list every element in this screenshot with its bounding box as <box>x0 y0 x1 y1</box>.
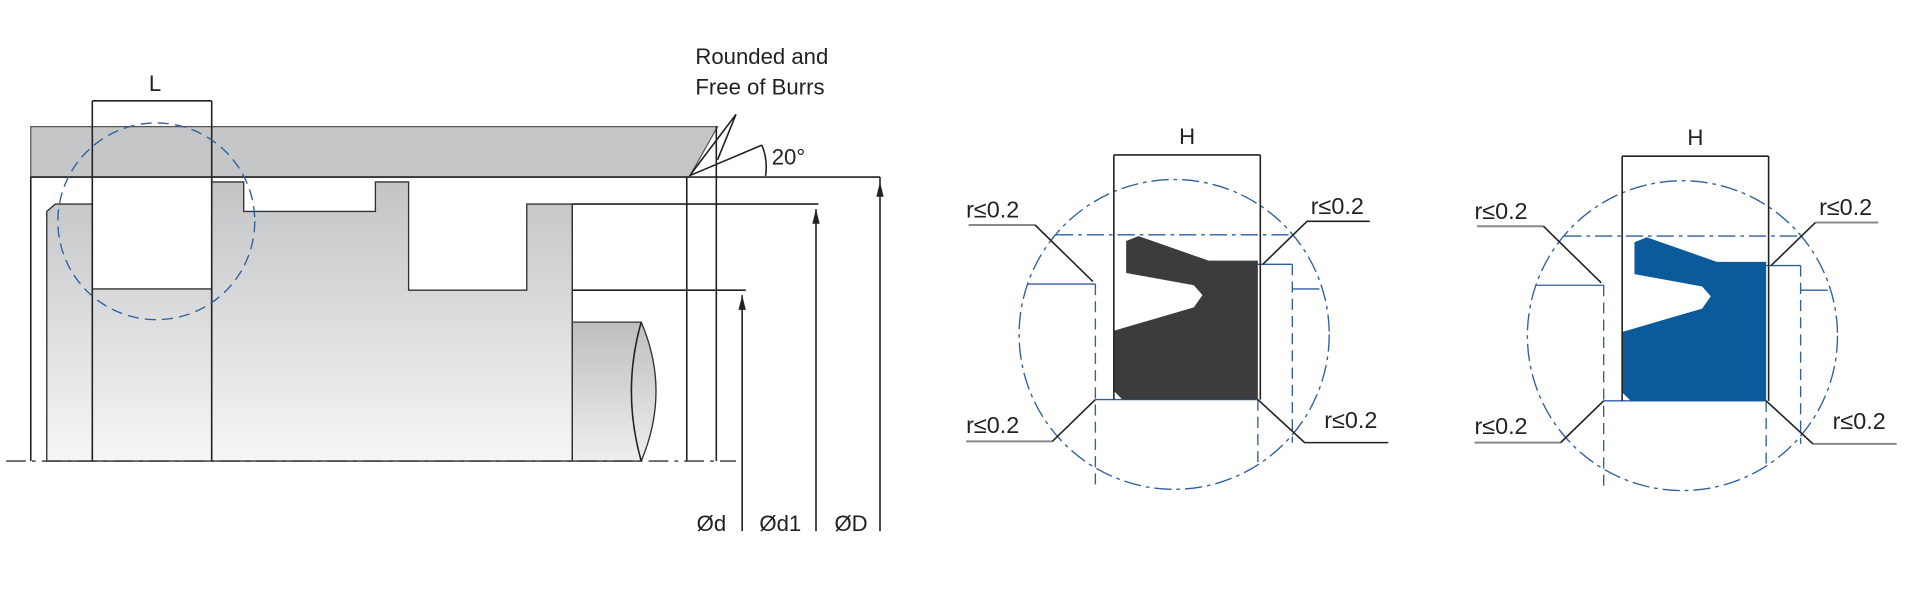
d1-arrow-icon <box>812 209 820 224</box>
leader-bottom-left-diagonal <box>1051 399 1096 442</box>
burr-note-line1: Rounded and <box>695 44 828 69</box>
detail-circle <box>1018 178 1330 491</box>
seal-detail-black: H r≤0.2 r≤0.2 r≤0.2 r≤0.2 <box>966 124 1389 491</box>
leader-top-left-diagonal <box>1542 225 1602 284</box>
leader-bottom-left-diagonal <box>1560 400 1605 444</box>
dim-d1-label: Ød1 <box>759 511 801 536</box>
dim-d-label: Ød <box>697 511 727 536</box>
D-arrow-icon <box>876 181 884 197</box>
height-label: H <box>1179 124 1195 149</box>
angle-leg <box>688 144 763 177</box>
angle-arc <box>761 144 768 176</box>
detail-circle <box>57 122 256 321</box>
leader-bottom-right-diagonal <box>1765 400 1814 445</box>
radius-top-left-label: r≤0.2 <box>1474 198 1527 224</box>
radius-bottom-right-label: r≤0.2 <box>1833 408 1886 434</box>
housing-bore <box>30 126 719 178</box>
u-cup-seal-profile <box>1113 236 1258 400</box>
height-label: H <box>1687 125 1703 150</box>
radius-bottom-left-label: r≤0.2 <box>1474 413 1527 439</box>
burr-note-line2: Free of Burrs <box>695 75 824 100</box>
burr-note-leader <box>689 113 737 176</box>
angle-label: 20° <box>772 145 805 170</box>
groove-width-label: L <box>149 71 161 96</box>
u-cup-seal-profile <box>1622 237 1767 401</box>
piston-rod <box>571 321 657 462</box>
leader-top-right <box>1262 220 1370 265</box>
seal-detail-blue: H r≤0.2 r≤0.2 r≤0.2 r≤0.2 <box>1474 125 1897 492</box>
leader-top-left-diagonal <box>1034 224 1094 283</box>
radius-bottom-right-label: r≤0.2 <box>1324 407 1377 433</box>
radius-top-left-label: r≤0.2 <box>966 197 1019 223</box>
leader-bottom-right <box>1257 399 1389 444</box>
radius-top-right-label: r≤0.2 <box>1311 193 1364 219</box>
piston-body <box>46 181 573 462</box>
leader-top-right-diagonal <box>1770 221 1816 267</box>
rod-end-curve <box>630 321 643 462</box>
detail-circle <box>1526 180 1839 492</box>
radius-bottom-left-label: r≤0.2 <box>966 412 1019 438</box>
dim-D-label: ØD <box>834 511 867 536</box>
d-arrow-icon <box>738 295 746 310</box>
radius-top-right-label: r≤0.2 <box>1819 194 1872 220</box>
groove-installation-drawing: L Rounded and Free of Burrs 20° Ød Ød1 Ø… <box>6 44 884 536</box>
